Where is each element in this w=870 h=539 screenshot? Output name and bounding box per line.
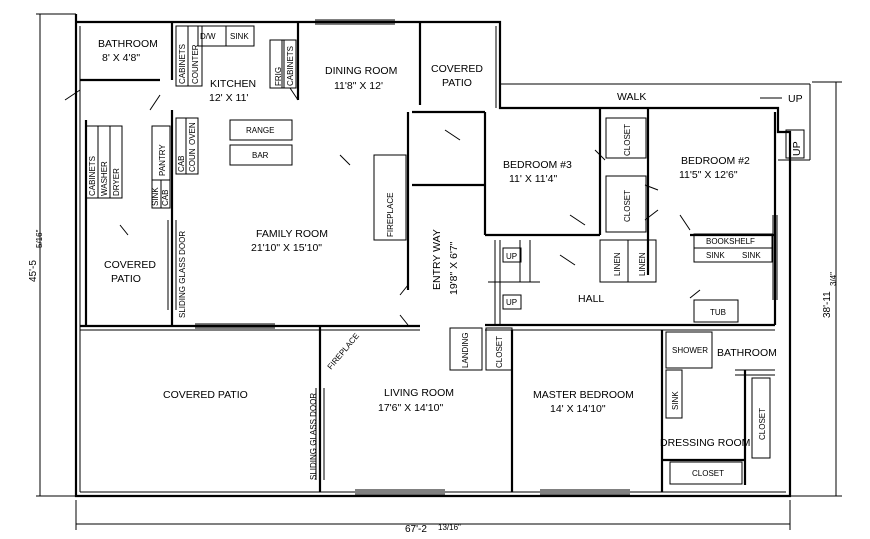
pantry-label: PANTRY: [158, 144, 167, 176]
coun-label: COUN: [188, 148, 197, 172]
bedroom2-label: BEDROOM #2: [681, 155, 750, 167]
entry-way-size: 19'8" X 6'7": [448, 241, 460, 295]
counter-label: COUNTER: [191, 44, 200, 84]
bathroom-top-label: BATHROOM: [98, 38, 158, 50]
linen-label-2: LINEN: [638, 252, 647, 276]
sink-bath-label-1: SINK: [706, 251, 725, 260]
dressing-room-label: DRESSING ROOM: [660, 437, 750, 449]
family-room-size: 21'10" X 15'10": [251, 242, 322, 254]
master-bedroom-size: 14' X 14'10": [550, 403, 606, 415]
side-up-label: UP: [791, 141, 803, 156]
dryer-label: DRYER: [112, 168, 121, 196]
dw-label: D/W: [200, 32, 216, 41]
sink-label: SINK: [230, 32, 249, 41]
windows: [167, 19, 778, 495]
dimension-lines: [36, 13, 842, 530]
closet-dressing-label: CLOSET: [758, 408, 767, 440]
closet-bedroom3-label: CLOSET: [623, 124, 632, 156]
cabinets-label: CABINETS: [178, 44, 187, 84]
dimension-labels: 67'-2 13/16" 45'-5 5/16" 38'-11 3/4": [28, 229, 838, 535]
family-room-label: FAMILY ROOM: [256, 228, 328, 240]
frig-label: FRIG: [274, 67, 283, 86]
stairs-up-label-2: UP: [506, 298, 517, 307]
shower-label: SHOWER: [672, 346, 708, 355]
overall-height-frac: 5/16": [35, 229, 44, 248]
linen-label-1: LINEN: [613, 252, 622, 276]
sliding-glass-door-bottom-label: SLIDING GLASS DOOR: [309, 393, 318, 480]
frig-cabinets-label: CABINETS: [286, 46, 295, 86]
covered-patio-left-label-2: PATIO: [111, 273, 141, 285]
kitchen-size: 12' X 11': [209, 92, 248, 104]
bar-label: BAR: [252, 151, 269, 160]
bedroom3-label: BEDROOM #3: [503, 159, 572, 171]
bedroom3-size: 11' X 11'4": [509, 173, 557, 185]
walk-label: WALK: [617, 91, 646, 103]
closet-bedroom2-label: CLOSET: [623, 190, 632, 222]
washer-label: WASHER: [100, 161, 109, 196]
sink-master-label: SINK: [671, 391, 680, 410]
covered-patio-left-label-1: COVERED: [104, 259, 156, 271]
bookshelf-label: BOOKSHELF: [706, 237, 755, 246]
fixture-boxes: [85, 25, 773, 485]
tub-label: TUB: [710, 308, 726, 317]
fireplace-label: FIREPLACE: [386, 193, 395, 237]
doors: [64, 87, 701, 326]
living-room-size: 17'6" X 14'10": [378, 402, 443, 414]
living-room-label: LIVING ROOM: [384, 387, 454, 399]
right-height-frac: 3/4": [829, 272, 838, 286]
master-bedroom-label: MASTER BEDROOM: [533, 389, 634, 401]
kitchen-label: KITCHEN: [210, 78, 256, 90]
covered-patio-bottom-label: COVERED PATIO: [163, 389, 248, 401]
stairs-up-label-1: UP: [506, 252, 517, 261]
range-label: RANGE: [246, 126, 274, 135]
covered-patio-top-label-1: COVERED: [431, 63, 483, 75]
walk-arrows: [760, 97, 805, 159]
dining-room-size: 11'8" X 12': [334, 80, 383, 92]
fixture-labels: D/W SINK CABINETS COUNTER FRIG CABINETS …: [88, 32, 803, 480]
oven-label: OVEN: [188, 122, 197, 145]
overall-width-frac: 13/16": [438, 523, 461, 532]
cab-left-label: CAB: [161, 190, 170, 206]
landing-label: LANDING: [461, 332, 470, 368]
right-height-label: 38'-11: [822, 291, 833, 318]
walk-up-label: UP: [788, 93, 803, 105]
sink-bath-label-2: SINK: [742, 251, 761, 260]
exterior-walls: [74, 14, 811, 498]
sink-left-label: SINK: [151, 187, 160, 206]
cabinets-left-label: CABINETS: [88, 156, 97, 196]
closet-bottom-label: CLOSET: [692, 469, 724, 478]
overall-width-label: 67'-2: [405, 524, 427, 535]
bathroom-top-size: 8' X 4'8": [102, 52, 140, 64]
overall-height-label: 45'-5: [28, 260, 39, 282]
dining-room-label: DINING ROOM: [325, 65, 397, 77]
room-labels: BATHROOM 8' X 4'8" KITCHEN 12' X 11' DIN…: [98, 38, 777, 449]
covered-patio-top-label-2: PATIO: [442, 77, 472, 89]
bedroom2-size: 11'5" X 12'6": [679, 169, 738, 181]
cab-label: CAB: [177, 156, 186, 172]
sliding-glass-door-left-label: SLIDING GLASS DOOR: [178, 231, 187, 318]
fireplace-living-label: FIREPLACE: [326, 331, 361, 371]
hall-label: HALL: [578, 293, 604, 305]
master-bathroom-label: BATHROOM: [717, 347, 777, 359]
interior-walls: [80, 22, 777, 492]
entry-way-label: ENTRY WAY: [431, 229, 443, 290]
stairs: [488, 240, 540, 325]
closet-landing-label: CLOSET: [495, 336, 504, 368]
